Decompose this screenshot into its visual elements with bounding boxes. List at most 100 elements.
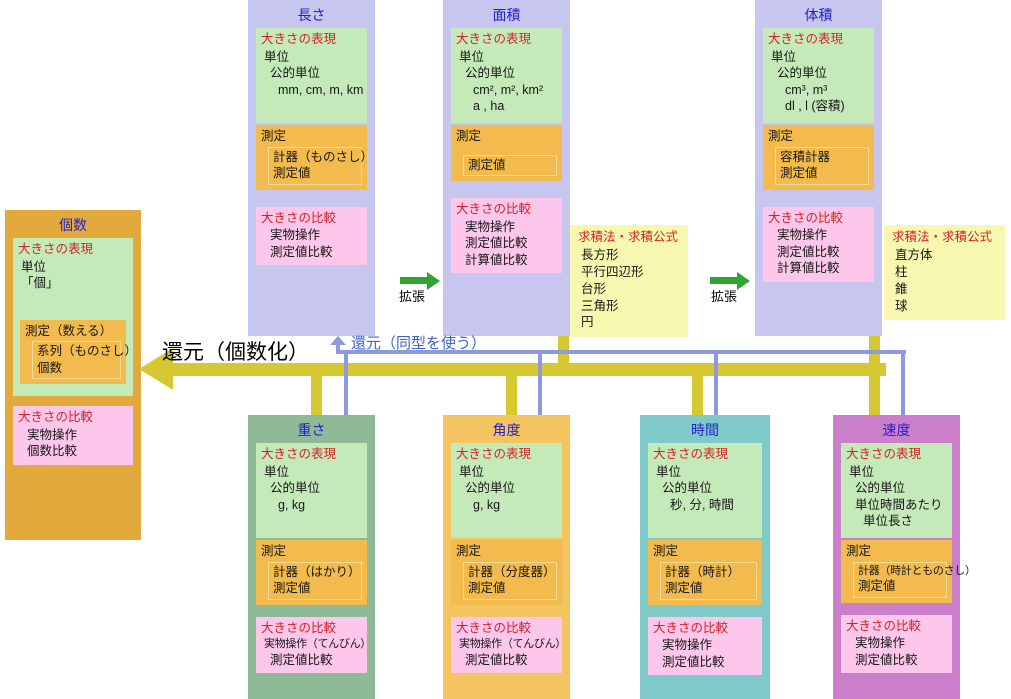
panel-angle-title: 角度: [492, 422, 521, 438]
comparison-item: 個数比較: [27, 444, 78, 459]
length-expression-box: 大きさの表現 単位 公的単位 mm, cm, m, km: [256, 28, 367, 124]
expression-item: 単位: [264, 464, 290, 479]
expression-item: 単位長さ: [863, 514, 914, 529]
comparison-title: 大きさの比較: [456, 202, 532, 217]
weight-comparison-box: 大きさの比較 実物操作（てんびん） 測定値比較: [256, 616, 371, 674]
formula-item: 円: [581, 315, 594, 330]
measurement-item: 容積計器: [780, 149, 831, 164]
speed-measurement-box: 測定 計器（時計とものさし） 測定値: [841, 540, 976, 603]
comparison-item: 測定値比較: [855, 652, 918, 667]
comparison-title: 大きさの比較: [261, 620, 337, 635]
comparison-item: 実物操作: [27, 427, 78, 442]
formula-item: 球: [895, 298, 908, 313]
area-formula-box: 求積法・求積公式 長方形 平行四辺形 台形 三角形 円: [570, 225, 688, 338]
measurement-item: 個数: [37, 360, 63, 375]
expression-item: 単位時間あたり: [855, 497, 943, 512]
yellow-connector-time: [692, 376, 703, 415]
panel-time-title: 時間: [691, 422, 719, 438]
comparison-item: 実物操作: [270, 228, 321, 243]
angle-comparison-box: 大きさの比較 実物操作（てんびん） 測定値比較: [451, 616, 566, 674]
measurement-label: 測定: [261, 129, 287, 144]
comparison-item: 測定値比較: [465, 652, 528, 667]
length-measurement-box: 測定 計器（ものさし） 測定値: [256, 125, 374, 190]
measurement-item: 測定値: [468, 157, 506, 172]
expression-item: g, kg: [278, 497, 306, 512]
formula-item: 平行四辺形: [581, 264, 644, 279]
angle-measurement-box: 測定 計器（分度器） 測定値: [451, 540, 562, 605]
time-measurement-box: 測定 計器（時計） 測定値: [648, 540, 762, 605]
time-expression-box: 大きさの表現 単位 公的単位 秒, 分, 時間: [648, 443, 762, 539]
speed-comparison-box: 大きさの比較 実物操作 測定値比較: [841, 614, 952, 674]
expression-item: a , ha: [473, 99, 505, 114]
expression-item: 公的単位: [662, 481, 713, 496]
panel-length-title: 長さ: [297, 7, 326, 23]
comparison-item: 計算値比較: [465, 252, 528, 267]
weight-expression-box: 大きさの表現 単位 公的単位 g, kg: [256, 443, 367, 539]
expression-title: 大きさの表現: [261, 447, 337, 462]
formula-title: 求積法・求積公式: [892, 230, 993, 244]
formula-item: 三角形: [581, 298, 619, 313]
comparison-title: 大きさの比較: [846, 618, 922, 633]
kosu-comparison-box: 大きさの比較 実物操作 個数比較: [13, 406, 133, 465]
blue-connector-weight: [344, 354, 348, 415]
volume-expression-box: 大きさの表現 単位 公的単位 cm³, m³ dl , l (容積): [763, 28, 874, 124]
blue-up-arrowhead-icon: [330, 336, 346, 345]
kosu-expression-box: 大きさの表現 単位 「個」 測定（数える） 系列（ものさし） 個数: [13, 238, 138, 397]
blue-connector-time: [714, 354, 718, 415]
expression-item: 単位: [21, 259, 47, 274]
expression-item: cm³, m³: [785, 82, 828, 97]
expression-title: 大きさの表現: [261, 32, 337, 47]
expression-item: 単位: [656, 464, 682, 479]
expression-item: 公的単位: [777, 66, 828, 81]
comparison-title: 大きさの比較: [18, 410, 94, 425]
expression-title: 大きさの表現: [456, 32, 532, 47]
expression-title: 大きさの表現: [846, 447, 922, 462]
measurement-item: 測定値: [780, 166, 818, 181]
area-comparison-box: 大きさの比較 実物操作 測定値比較 計算値比較: [451, 198, 562, 274]
expression-item: mm, cm, m, km: [278, 82, 364, 97]
measurement-item: 計器（分度器）: [468, 564, 556, 579]
yellow-connector-angle: [506, 376, 517, 415]
expression-item: cm², m², km²: [473, 82, 544, 97]
measurement-item: 計器（ものさし）: [273, 149, 374, 164]
comparison-title: 大きさの比較: [653, 620, 729, 635]
expression-item: 単位: [771, 49, 797, 64]
panel-area-title: 面積: [492, 7, 521, 23]
panel-weight: 重さ 大きさの表現 単位 公的単位 g, kg 測定 計器（はかり） 測定値 大…: [248, 415, 375, 699]
panel-speed: 速度 大きさの表現 単位 公的単位 単位時間あたり 単位長さ 測定 計器（時計と…: [833, 415, 976, 699]
expression-title: 大きさの表現: [768, 32, 844, 47]
expand-arrowhead-icon: [737, 272, 750, 290]
yellow-left-arrowhead-icon: [139, 348, 173, 390]
comparison-item: 測定値比較: [465, 236, 528, 251]
expression-title: 大きさの表現: [653, 447, 729, 462]
expand-label-1: 拡張: [399, 289, 426, 304]
formula-title: 求積法・求積公式: [578, 230, 679, 244]
measurement-item: 測定値: [858, 579, 896, 594]
measurement-label: 測定: [653, 544, 679, 559]
panel-volume: 体積 大きさの表現 単位 公的単位 cm³, m³ dl , l (容積) 測定…: [755, 0, 882, 336]
measurement-item: 系列（ものさし）: [37, 344, 138, 359]
formula-item: 直方体: [895, 247, 933, 262]
formula-item: 台形: [581, 281, 607, 296]
expression-item: 公的単位: [465, 66, 516, 81]
measurement-inner-box: 容積計器 測定値: [775, 146, 869, 185]
blue-isomorphism-line: [336, 350, 906, 354]
measurement-label: 測定: [456, 129, 482, 144]
measurement-inner-box: 計器（ものさし） 測定値: [268, 146, 374, 185]
measurement-inner-box: 計器（時計） 測定値: [660, 561, 757, 600]
panel-time: 時間 大きさの表現 単位 公的単位 秒, 分, 時間 測定 計器（時計） 測定値…: [640, 415, 770, 699]
comparison-item: 実物操作: [662, 638, 713, 653]
volume-comparison-box: 大きさの比較 実物操作 測定値比較 計算値比較: [763, 206, 874, 282]
comparison-item: 測定値比較: [270, 244, 333, 259]
speed-expression-box: 大きさの表現 単位 公的単位 単位時間あたり 単位長さ: [841, 443, 952, 539]
comparison-item: 測定値比較: [662, 654, 725, 669]
measurement-label: 測定（数える）: [25, 323, 113, 338]
measurement-item: 測定値: [273, 581, 311, 596]
length-comparison-box: 大きさの比較 実物操作 測定値比較: [256, 206, 367, 266]
measurement-inner-box: 測定値: [463, 154, 557, 177]
panel-kosu: 個数 大きさの表現 単位 「個」 測定（数える） 系列（ものさし） 個数 大きさ…: [5, 210, 141, 540]
comparison-item: 実物操作: [465, 219, 516, 234]
comparison-item: 計算値比較: [777, 261, 840, 276]
expression-item: 単位: [459, 464, 485, 479]
expression-item: g, kg: [473, 497, 501, 512]
